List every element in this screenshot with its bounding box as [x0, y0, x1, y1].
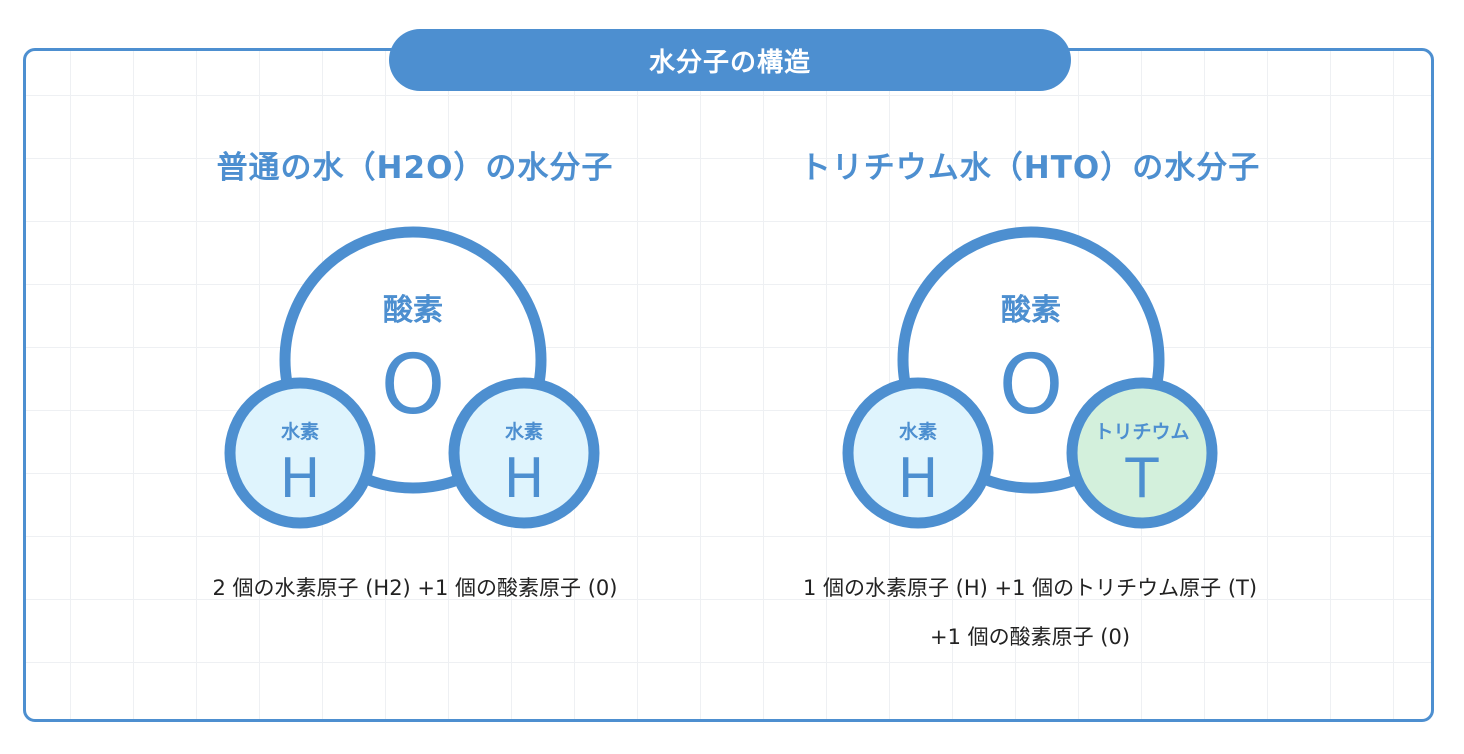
left-caption: 2 個の水素原子 (H2) +1 個の酸素原子 (0): [212, 576, 618, 600]
hydrogen-atom-left: [224, 377, 376, 529]
hydrogen-left-symbol: H: [898, 447, 939, 510]
right-panel-title: トリチウム水（HTO）の水分子: [799, 150, 1261, 186]
oxygen-name: 酸素: [383, 293, 443, 328]
tritium-water-molecule-diagram: 酸素 O 水素 H トリチウム T: [842, 226, 1218, 529]
right-caption-line1: 1 個の水素原子 (H) +1 個のトリチウム原子 (T): [802, 576, 1258, 600]
page-title: 水分子の構造: [389, 29, 1071, 91]
oxygen-symbol: O: [381, 338, 446, 433]
right-caption-line2: +1 個の酸素原子 (0): [929, 625, 1131, 649]
hydrogen-left-name: 水素: [899, 420, 937, 443]
left-panel-title: 普通の水（H2O）の水分子: [216, 150, 614, 186]
hydrogen-right-symbol: H: [504, 447, 545, 510]
hydrogen-atom-right: [448, 377, 600, 529]
tritium-symbol: T: [1125, 447, 1160, 510]
tritium-atom: [1066, 377, 1218, 529]
water-molecule-diagram: 酸素 O 水素 H 水素 H: [224, 226, 600, 529]
hydrogen-left-symbol: H: [280, 447, 321, 510]
hydrogen-right-name: 水素: [505, 420, 543, 443]
oxygen-symbol: O: [999, 338, 1064, 433]
hydrogen-atom-left: [842, 377, 994, 529]
oxygen-name: 酸素: [1001, 293, 1061, 328]
diagram-frame: [23, 48, 1434, 722]
hydrogen-left-name: 水素: [281, 420, 319, 443]
tritium-name: トリチウム: [1094, 421, 1189, 443]
